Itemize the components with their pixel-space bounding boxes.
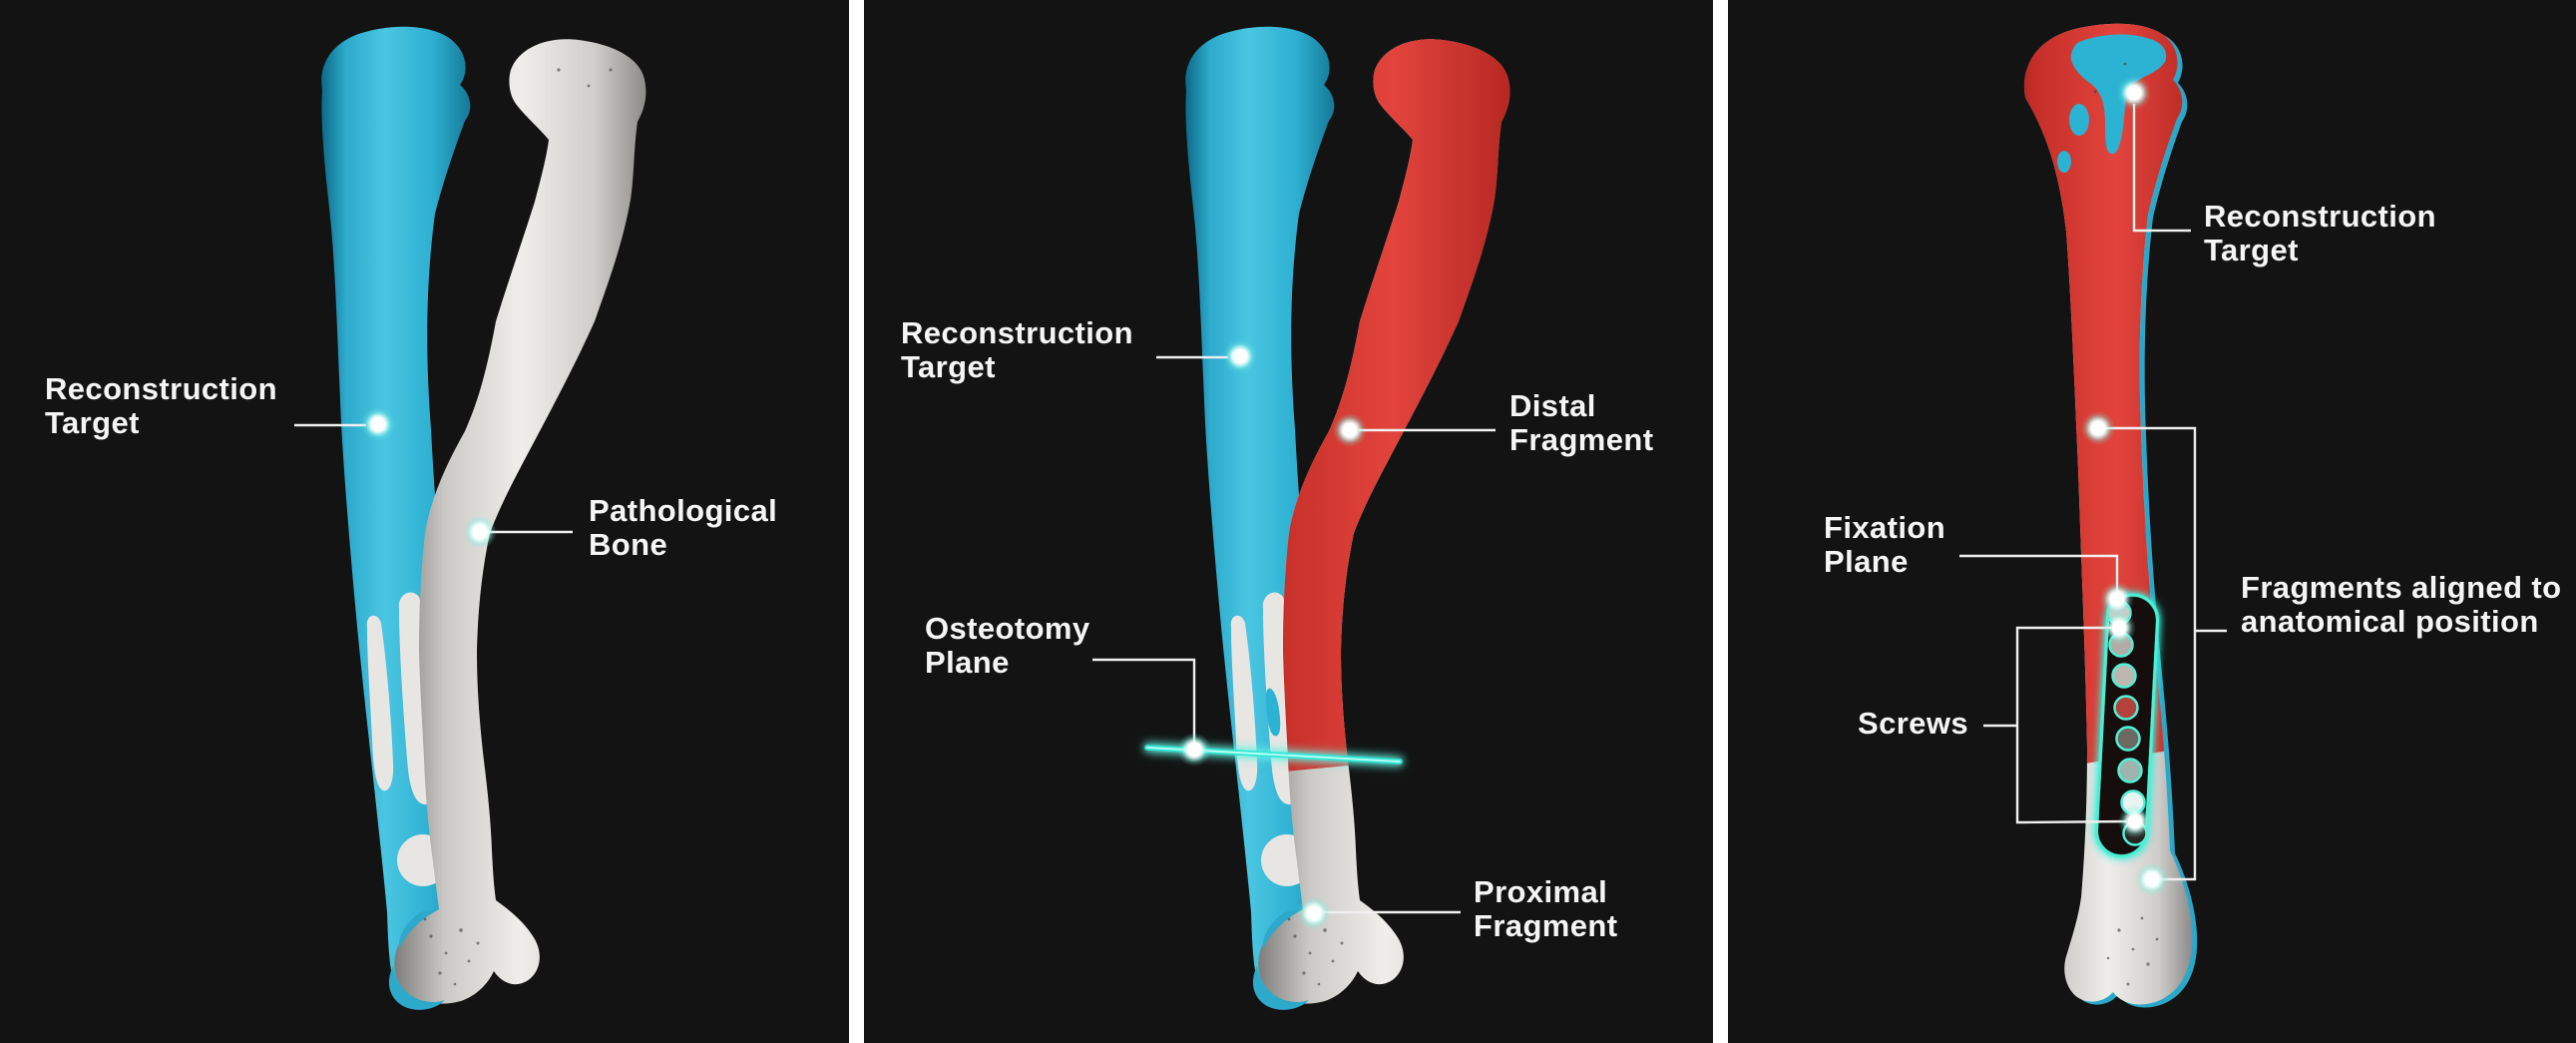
annotation-dot-osteotomy-plane [1177, 733, 1211, 767]
screw-icon [2113, 695, 2139, 721]
label-distal-fragment: Distal Fragment [1509, 388, 1654, 457]
label-osteotomy-plane: Osteotomy Plane [925, 611, 1090, 680]
label-fixation-plane: Fixation Plane [1824, 510, 1946, 579]
annotation-dot-pathological-bone [463, 515, 497, 549]
leader-line-reconstruction-target [2132, 104, 2191, 233]
panel1-illustration [294, 26, 646, 1010]
label-fragments-aligned: Fragments aligned to anatomical position [2241, 570, 2562, 639]
annotations [1092, 339, 1496, 930]
label-pathological-bone: Pathological Bone [589, 493, 778, 562]
osteotomy-plane-line [1144, 733, 1403, 767]
label-reconstruction-target: Reconstruction Target [2204, 199, 2436, 267]
annotation-dot-distal-fragment [1333, 413, 1367, 447]
label-screws: Screws [1858, 706, 1968, 741]
distal-cyan-tip [388, 909, 445, 1010]
annotation-dot-reconstruction-target [361, 407, 395, 441]
bone-speckles [423, 68, 613, 986]
panel-fixation-result: Reconstruction Target Fixation Plane Scr… [1728, 0, 2576, 1043]
annotations [1959, 76, 2227, 896]
screw-icon [2115, 726, 2141, 752]
fixation-plate [2094, 593, 2160, 858]
bracket-screws [2015, 626, 2128, 824]
screw-icon [2111, 663, 2137, 689]
bracket-fragments-aligned [2105, 426, 2197, 881]
label-reconstruction-target: Reconstruction Target [45, 371, 277, 440]
annotation-dot-fragments-bottom [2135, 862, 2169, 896]
panel2-illustration [1092, 26, 1510, 1010]
annotation-dot-reconstruction-target [2117, 76, 2151, 110]
leader-line-osteotomy-plane [1092, 658, 1196, 744]
annotation-dot-screws-bottom [2118, 804, 2152, 838]
annotation-dot-fragments-top [2081, 411, 2115, 445]
label-proximal-fragment: Proximal Fragment [1474, 874, 1618, 943]
screw-icon [2117, 758, 2143, 783]
bone-speckles [2093, 62, 2159, 986]
annotation-dot-reconstruction-target [1223, 339, 1257, 373]
cyan-window-patch [1265, 688, 1281, 737]
panel-osteotomy-planning: Reconstruction Target Distal Fragment Os… [864, 0, 1713, 1043]
panel-pathology-identification: Reconstruction Target Pathological Bone [0, 0, 849, 1043]
distal-cyan-tip [1252, 909, 1309, 1010]
panel3-illustration [1959, 23, 2227, 1008]
annotation-dot-proximal-fragment [1297, 896, 1331, 930]
annotations [294, 407, 573, 549]
label-reconstruction-target: Reconstruction Target [901, 315, 1133, 384]
annotation-dot-fixation-plane [2100, 582, 2134, 616]
annotation-dot-screws-top [2102, 611, 2136, 645]
bone-speckles [1287, 917, 1344, 986]
leader-line-fixation-plane [1959, 554, 2119, 591]
